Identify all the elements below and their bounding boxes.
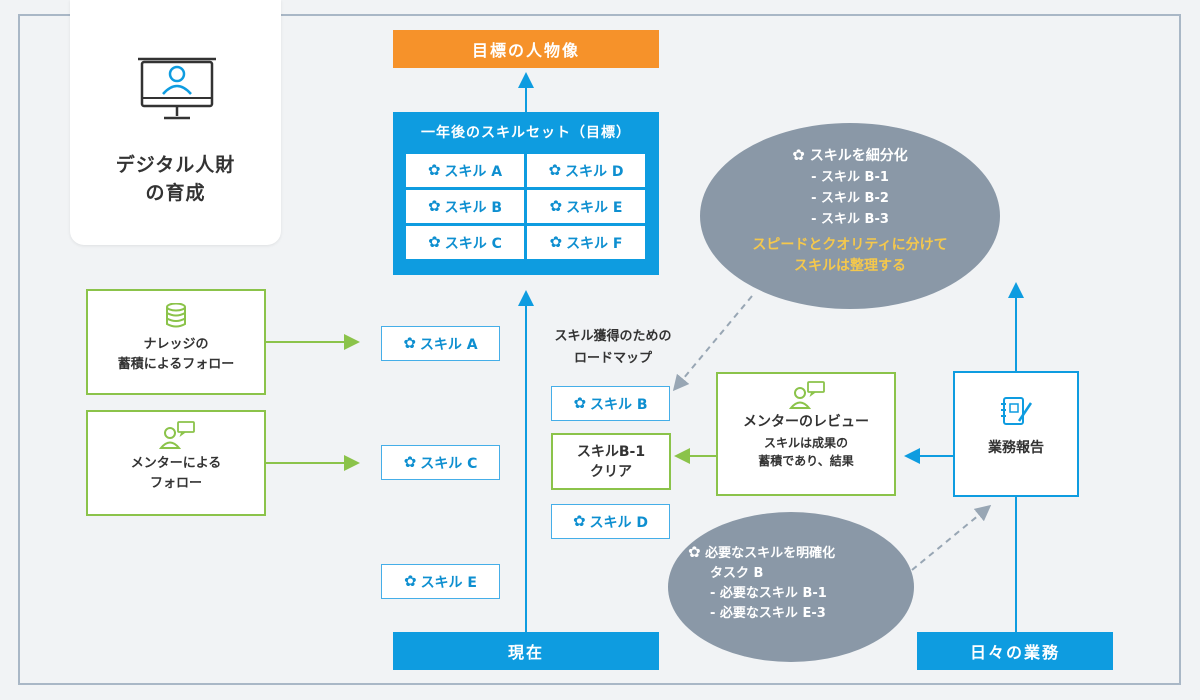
- chip-skill-c: ✿スキル C: [381, 445, 500, 480]
- arrow-cloud-to-chip-b: [672, 295, 753, 392]
- chip-skill-d: ✿スキル D: [551, 504, 670, 539]
- mentor-chat-icon: [158, 421, 195, 449]
- knowledge-follow-box: ナレッジの 蓄積によるフォロー: [86, 289, 266, 395]
- chip-skill-a: ✿スキル A: [381, 326, 500, 361]
- goal-skill-f: ✿スキル F: [526, 225, 646, 260]
- mentor-follow-line-2: フォロー: [149, 476, 202, 491]
- daily-work-label: 日々の業務: [917, 632, 1113, 670]
- goal-skill-c: ✿スキル C: [405, 225, 525, 260]
- goal-skill-d: ✿スキル D: [526, 153, 646, 188]
- gear-icon: ✿: [403, 572, 417, 590]
- diagram-frame: [18, 14, 1181, 685]
- goal-skill-b: ✿スキル B: [405, 189, 525, 224]
- arrow-cloud-to-report: [911, 504, 992, 571]
- cloud-top-note: スピードとクオリティに分けて スキルは整理する: [752, 237, 948, 274]
- mentor-review-box: メンターのレビュー スキルは成果の 蓄積であり、結果: [716, 372, 896, 496]
- gear-icon: ✿: [549, 233, 563, 251]
- roadmap-label: スキル獲得のための ロードマップ: [554, 329, 672, 366]
- gear-icon: ✿: [428, 233, 441, 251]
- skill-breakdown-cloud: ✿ スキルを細分化 - スキル B-1 - スキル B-2 - スキル B-3 …: [700, 123, 1000, 309]
- gear-icon: ✿: [688, 543, 701, 561]
- knowledge-line-2: 蓄積によるフォロー: [117, 357, 235, 372]
- gear-icon: ✿: [427, 161, 441, 179]
- title-card: デジタル人財 の育成: [70, 0, 281, 245]
- mentor-follow-box: メンターによる フォロー: [86, 410, 266, 516]
- goal-skill-a: ✿スキル A: [405, 153, 525, 188]
- skill-b1-clear-box: スキルB-1 クリア: [551, 433, 671, 490]
- title-line-1: デジタル人財: [115, 154, 236, 176]
- mentor-review-line-1: スキルは成果の: [763, 436, 848, 450]
- cloud-top-items: - スキル B-1 - スキル B-2 - スキル B-3: [811, 170, 889, 227]
- notebook-pen-icon: [1001, 397, 1033, 425]
- required-skill-cloud: ✿ 必要なスキルを明確化 タスク B - 必要なスキル B-1 - 必要なスキル…: [668, 512, 914, 662]
- gear-icon: ✿: [573, 394, 587, 412]
- gear-icon: ✿: [427, 197, 441, 215]
- gear-icon: ✿: [572, 512, 586, 530]
- goal-skillset-box: 一年後のスキルセット（目標） ✿スキル A ✿スキル D ✿スキル B ✿スキル…: [393, 112, 659, 275]
- cloud-bottom-text: ✿ 必要なスキルを明確化 タスク B - 必要なスキル B-1 - 必要なスキル…: [688, 543, 836, 621]
- knowledge-line-1: ナレッジの: [143, 337, 209, 352]
- gear-icon: ✿: [549, 197, 563, 215]
- mentor-review-title: メンターのレビュー: [743, 414, 869, 430]
- gear-icon: ✿: [792, 146, 805, 164]
- gear-icon: ✿: [403, 453, 417, 471]
- monitor-user-icon: [138, 57, 216, 120]
- mentor-review-line-2: 蓄積であり、結果: [758, 454, 854, 468]
- business-report-box: 業務報告: [953, 371, 1079, 497]
- goal-skill-e: ✿スキル E: [526, 189, 646, 224]
- mentor-chat-icon: [788, 381, 825, 409]
- target-persona-label: 目標の人物像: [393, 30, 659, 68]
- business-report-title: 業務報告: [988, 440, 1044, 456]
- database-icon: [166, 303, 186, 328]
- chip-skill-e: ✿スキル E: [381, 564, 500, 599]
- mentor-follow-line-1: メンターによる: [130, 456, 222, 471]
- title-line-2: の育成: [145, 182, 206, 204]
- cloud-top-title: ✿ スキルを細分化: [792, 146, 908, 164]
- goal-title: 一年後のスキルセット（目標）: [421, 125, 631, 141]
- chip-skill-b: ✿スキル B: [551, 386, 670, 421]
- gear-icon: ✿: [548, 161, 562, 179]
- current-state-label: 現在: [393, 632, 659, 670]
- gear-icon: ✿: [403, 334, 416, 352]
